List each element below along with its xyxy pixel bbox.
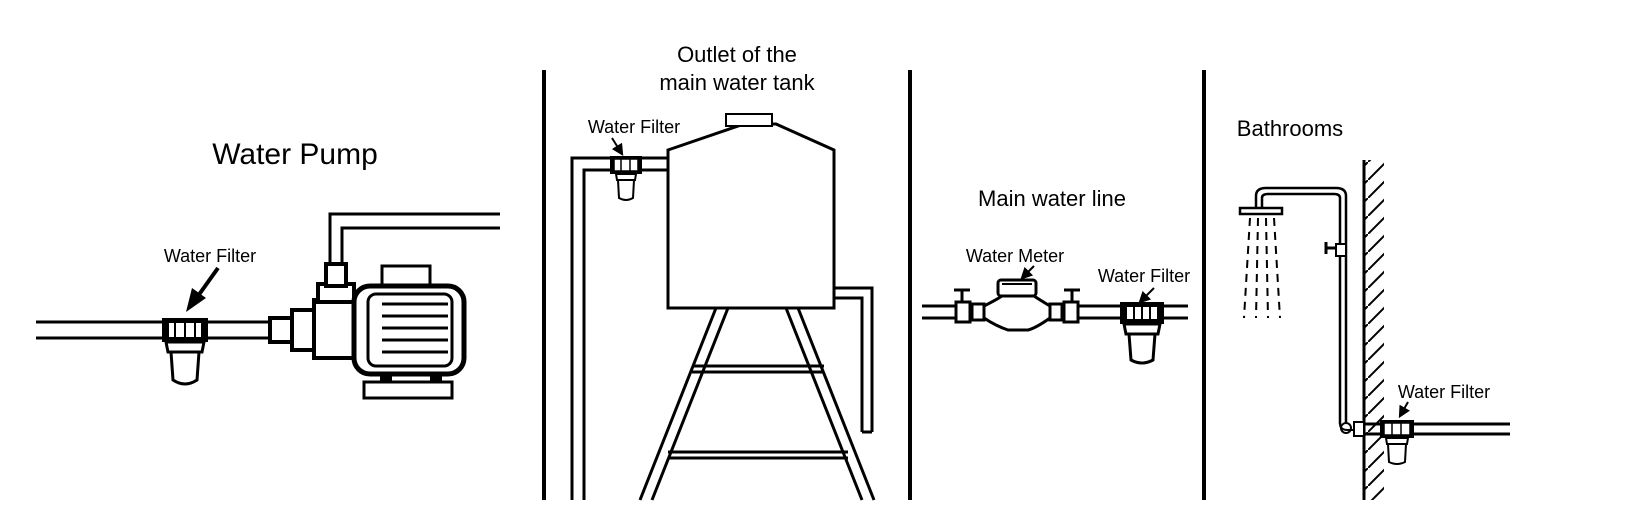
arrow-icon <box>1020 265 1035 280</box>
panel-title-tank-line-1: Outlet of the <box>677 42 797 67</box>
water-meter-label: Water Meter <box>966 246 1064 266</box>
panel-title-water-pump: Water Pump <box>212 138 378 171</box>
water-tank-icon <box>638 113 876 501</box>
water-filter-label-tank: Water Filter <box>588 117 680 137</box>
water-filter-label-main-line: Water Filter <box>1098 266 1190 286</box>
bathroom-wall <box>1362 160 1384 500</box>
panel-title-main-water-line: Main water line <box>978 186 1126 211</box>
panel-water-pump: Water Pump Water Filter <box>36 138 500 400</box>
tank-outlet-pipe <box>570 156 668 500</box>
panel-main-water-line: Main water line Water Meter Water Filter <box>922 186 1190 365</box>
arrow-icon <box>1138 287 1155 304</box>
water-meter-icon <box>982 278 1052 332</box>
panel-bathrooms: Bathrooms Water Filter <box>1237 116 1510 500</box>
panel-main-water-tank: Outlet of the main water tank Water Filt… <box>570 42 876 501</box>
water-filter-icon <box>162 318 208 386</box>
water-filter-label-pump: Water Filter <box>164 246 256 266</box>
pump-outlet-pipe <box>316 212 500 304</box>
arrow-icon <box>1398 401 1410 419</box>
valve-icon <box>1048 288 1080 324</box>
panel-title-bathrooms: Bathrooms <box>1237 116 1343 141</box>
arrow-icon <box>186 266 220 312</box>
water-pump-icon <box>351 264 467 400</box>
valve-icon <box>954 288 986 324</box>
pump-coupling <box>268 298 358 360</box>
water-filter-icon <box>610 156 642 201</box>
water-filter-label-bathroom: Water Filter <box>1398 382 1490 402</box>
panel-title-tank-line-2: main water tank <box>659 70 815 95</box>
water-filter-icon <box>1120 302 1164 365</box>
arrow-icon <box>611 137 624 157</box>
shower-head-icon <box>1238 186 1348 424</box>
water-filter-icon <box>1380 420 1414 465</box>
pump-inlet-pipe <box>36 320 270 340</box>
